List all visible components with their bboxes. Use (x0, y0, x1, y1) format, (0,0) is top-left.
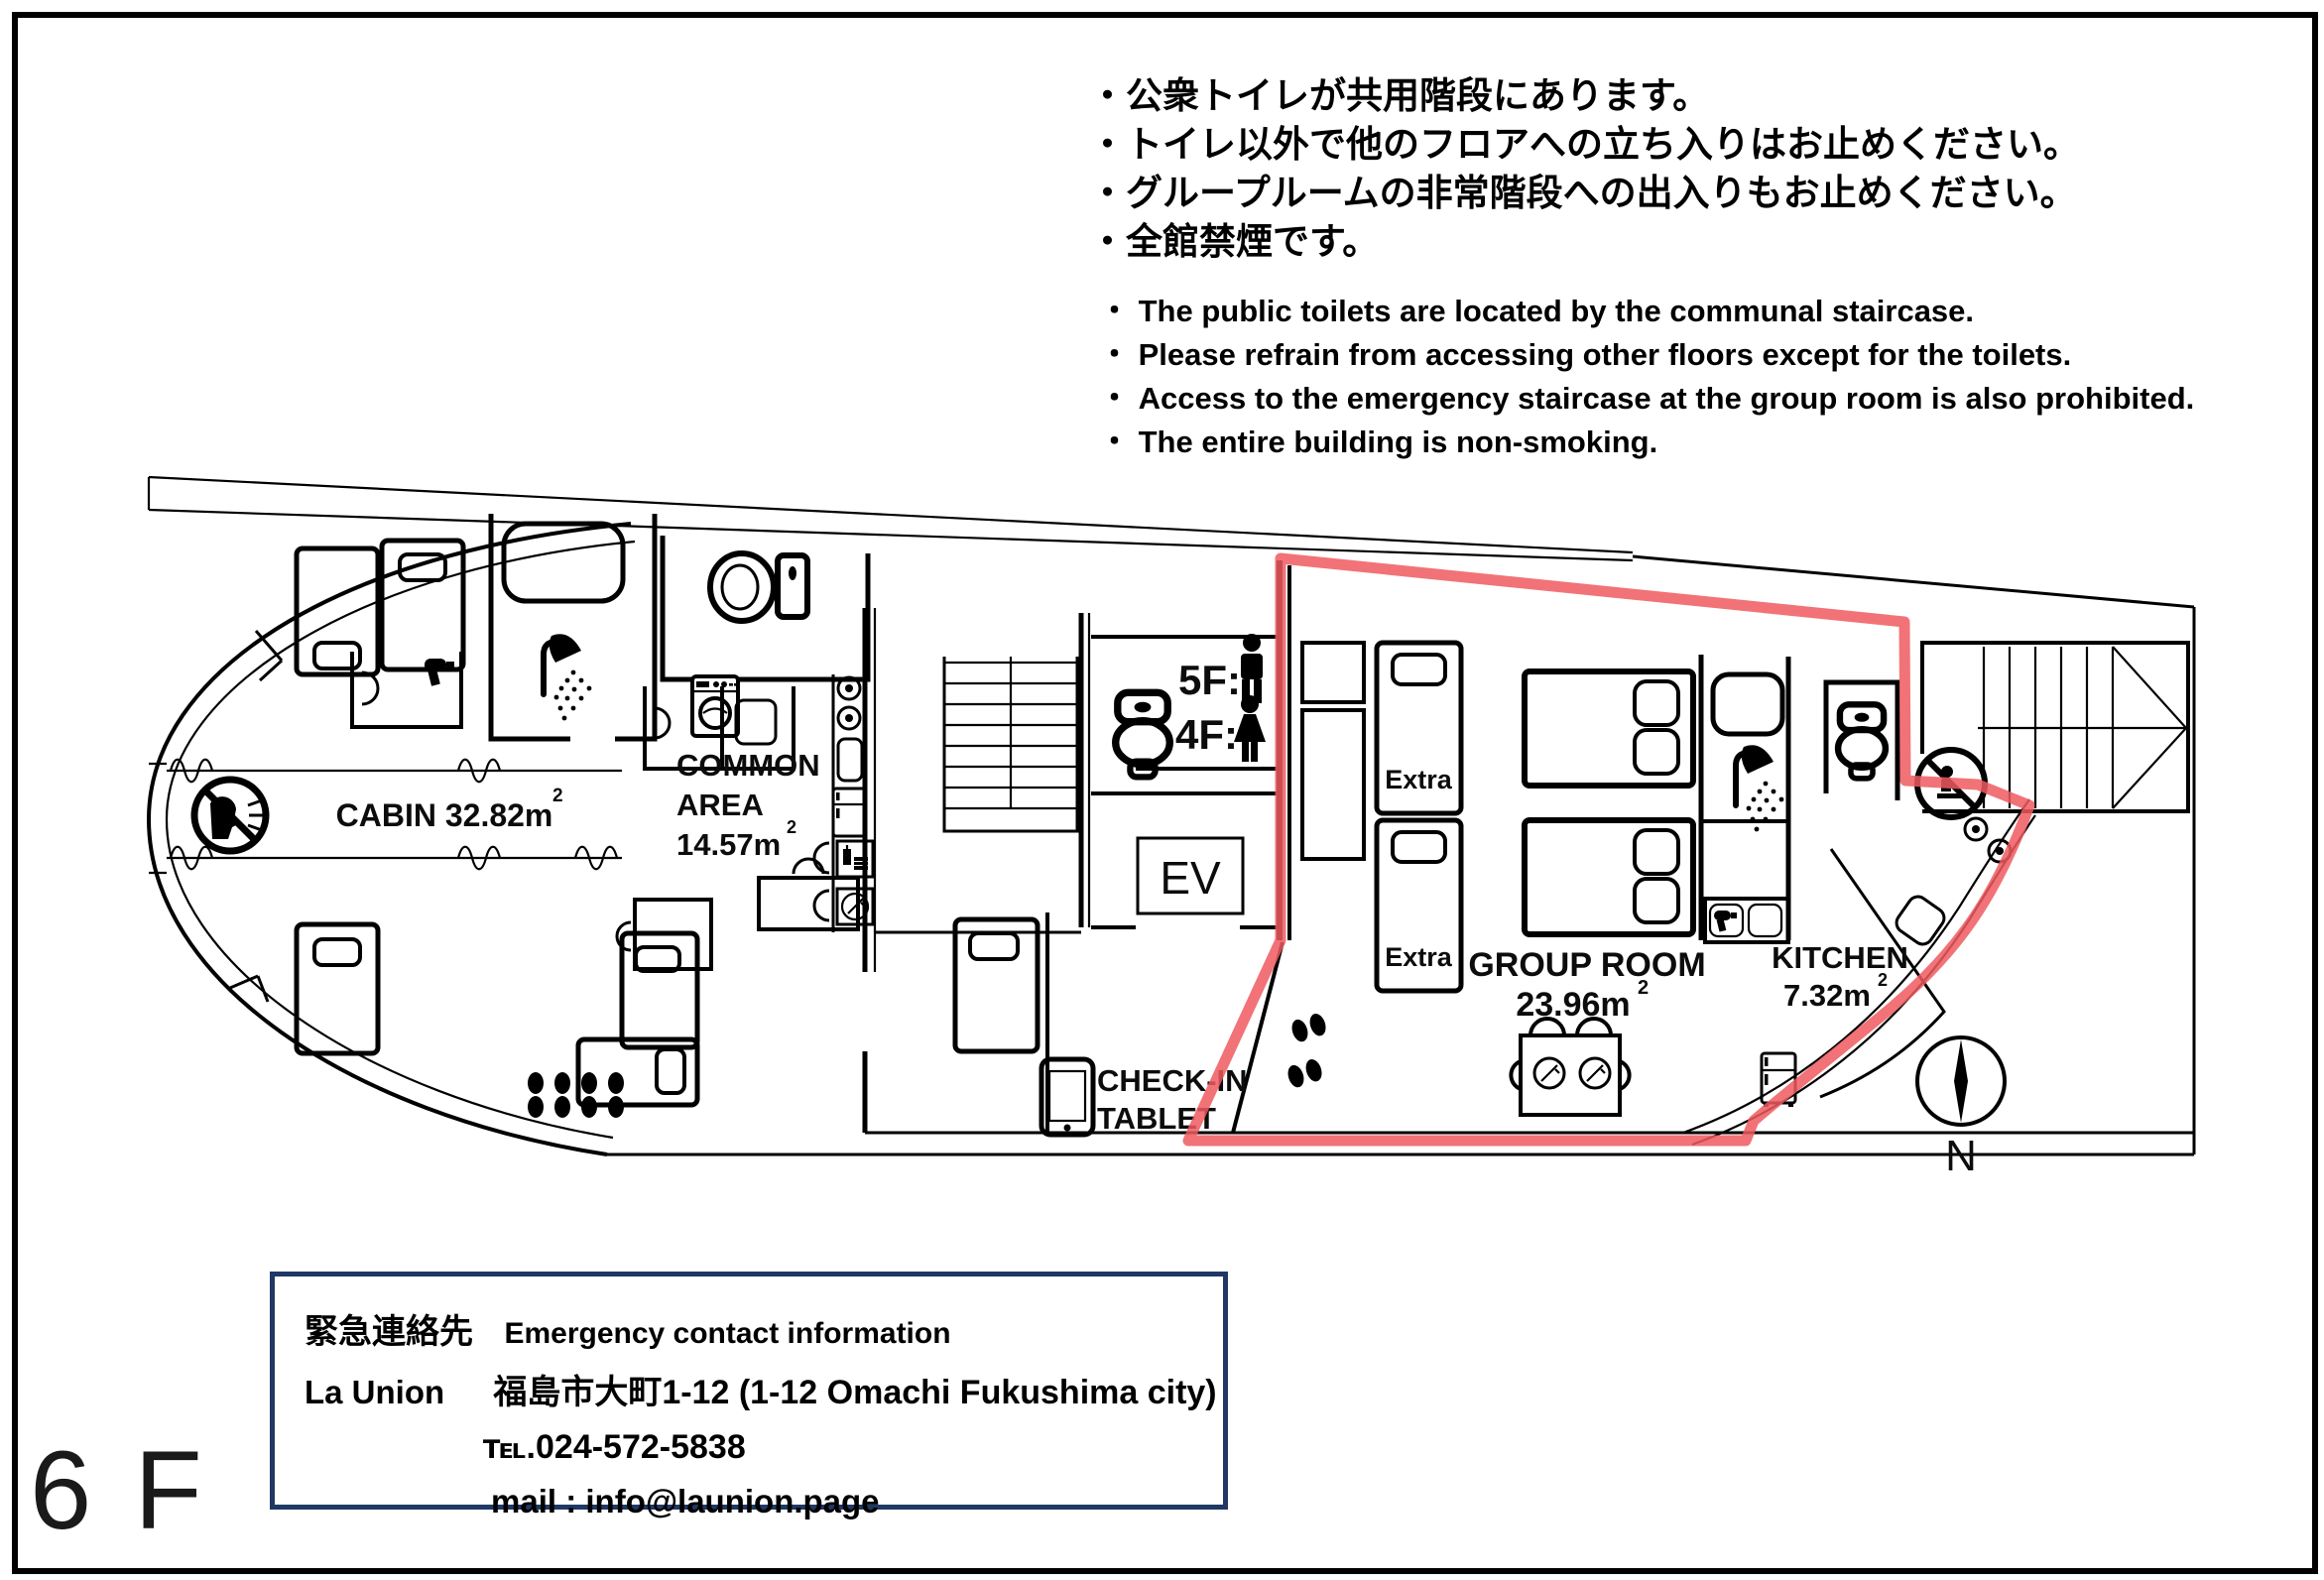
toilet-5f-label: 5F: (1178, 657, 1241, 703)
extra-bed: Extra (1374, 640, 1464, 816)
middle-zone: 5F: 4F: EV (875, 560, 1329, 1138)
tablet-icon (1039, 1056, 1096, 1138)
page-border (12, 12, 2318, 1574)
checkin-tablet: CHECK-IN TABLET (1039, 941, 1329, 1138)
kitchen-label: KITCHEN (1772, 940, 1908, 975)
facility-name: La Union (305, 1374, 445, 1410)
emergency-staircase (1920, 641, 2190, 813)
group-shower-room (1698, 655, 1791, 944)
compass-north-icon: N (1915, 1035, 2007, 1180)
mail-prefix: mail : (491, 1483, 577, 1519)
toilet-4f-label: 4F: (1175, 711, 1238, 758)
dish-seat-icon (812, 887, 875, 926)
common-area-sup: 2 (787, 817, 796, 837)
group-room: Extra Extra (1287, 565, 1900, 1117)
male-icon (1241, 634, 1263, 703)
shower-icon (1736, 745, 1783, 831)
hairdryer-icon (425, 659, 454, 686)
toilet-icon (1116, 692, 1170, 777)
cabin-label: CABIN 32.82m (336, 797, 553, 833)
notice-ja-line: ・グループルームの非常階段への出入りもお止めください。 (1089, 173, 2077, 213)
group-room-boundary-highlight (1182, 552, 2035, 1147)
common-area-label-2: AREA (676, 788, 764, 822)
cabin-shower-room (488, 514, 658, 742)
notice-ja-line: ・トイレ以外で他のフロアへの立ち入りはお止めください。 (1089, 124, 2080, 165)
fridge-icon (831, 787, 868, 838)
kitchen-sup: 2 (1878, 970, 1888, 990)
group-toilet-room (1823, 679, 1900, 800)
cabin-bed (952, 916, 1040, 1054)
toilet-icon (707, 550, 810, 624)
common-area: COMMON AREA 14.57m 2 (676, 608, 877, 1133)
double-bed (1522, 668, 1696, 789)
cabin-desk (757, 857, 860, 931)
stove-knob-icon (836, 705, 862, 731)
floor-number-label: 6 F (30, 1428, 208, 1552)
group-room-sup: 2 (1638, 977, 1649, 999)
notice-ja-line: ・全館禁煙です。 (1089, 221, 1380, 262)
closet (1300, 641, 1366, 704)
footprints-icon (528, 1072, 624, 1118)
closet (1300, 708, 1366, 861)
mail-address: info@launion.page (585, 1483, 880, 1519)
toilet-icon (1838, 704, 1886, 779)
kitchen-size: 7.32m (1783, 978, 1871, 1013)
public-toilet-legend: 5F: 4F: (1091, 634, 1280, 777)
female-icon (1234, 695, 1266, 762)
common-counter (812, 674, 875, 932)
notices-english: ・ The public toilets are located by the … (1099, 290, 2194, 464)
notice-en-line: ・ The entire building is non-smoking. (1099, 425, 1658, 459)
footprints-icon (1284, 1056, 1325, 1090)
shower-icon (544, 634, 591, 720)
group-table (1509, 1017, 1632, 1117)
counter-stool (1895, 895, 1946, 946)
elevator-label: EV (1160, 852, 1221, 904)
hairdryer-icon (1714, 911, 1737, 932)
cabin-bed (294, 546, 381, 677)
elevator: EV (1091, 791, 1280, 929)
contact-title-en: Emergency contact information (504, 1317, 951, 1350)
washing-machine-icon (690, 674, 740, 738)
door-knob-icon (1963, 816, 1989, 842)
tel-number: 024-572-5838 (536, 1428, 746, 1466)
common-area-label-1: COMMON (676, 748, 820, 783)
cabin-desk (615, 898, 713, 971)
contact-title-ja: 緊急連絡先 (305, 1313, 473, 1351)
compass-label: N (1945, 1132, 1977, 1180)
facility-address: 福島市大町1-12 (1-12 Omachi Fukushima city) (493, 1374, 1217, 1411)
cabin-toilet-room (660, 536, 871, 682)
communal-staircase (942, 657, 1079, 833)
cabin-bed (575, 1036, 700, 1108)
meal-seat-icon (812, 839, 875, 879)
footprints-icon (1288, 1011, 1329, 1044)
tel-prefix: ℡. (483, 1428, 536, 1466)
cabin-area: CABIN 32.82m 2 (167, 514, 1049, 1133)
cabin-bed (379, 538, 466, 672)
group-room-label: GROUP ROOM (1468, 946, 1705, 984)
sink (836, 737, 864, 783)
extra-bed: Extra (1374, 817, 1464, 994)
cabin-vanity (350, 652, 463, 729)
notice-ja-line: ・公衆トイレが共用階段にあります。 (1089, 75, 1710, 116)
extra-bed-label: Extra (1385, 765, 1453, 794)
cabin-area-sup: 2 (552, 786, 563, 806)
emergency-contact-box: 緊急連絡先 Emergency contact information La U… (270, 1272, 1228, 1519)
kitchen: KITCHEN 7.32m 2 (1682, 798, 2036, 1147)
notice-en-line: ・ Please refrain from accessing other fl… (1099, 337, 2072, 372)
notices-japanese: ・公衆トイレが共用階段にあります。 ・トイレ以外で他のフロアへの立ち入りはお止め… (1089, 71, 2080, 266)
quiet-zone-icon (190, 776, 270, 855)
extra-bed-label: Extra (1385, 942, 1453, 972)
notice-en-line: ・ Access to the emergency staircase at t… (1099, 381, 2195, 416)
group-room-size: 23.96m (1516, 986, 1630, 1024)
cabin-bed (294, 921, 381, 1056)
notice-en-line: ・ The public toilets are located by the … (1099, 294, 1975, 328)
double-bed (1522, 817, 1696, 937)
common-area-size: 14.57m (676, 827, 781, 862)
